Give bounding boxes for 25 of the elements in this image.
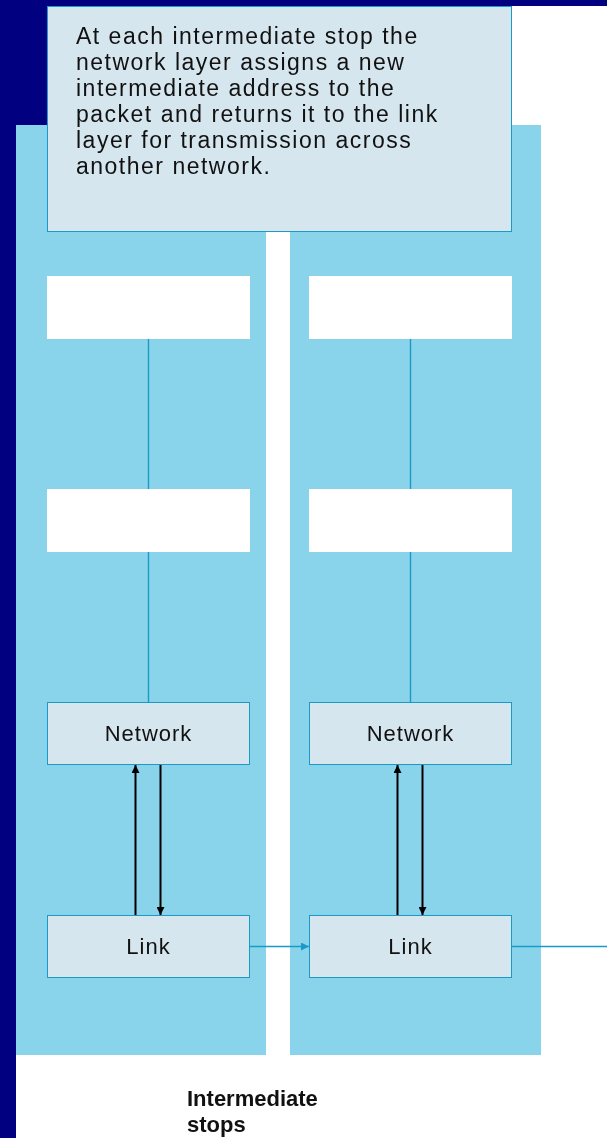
layer-box	[309, 915, 512, 978]
empty-layer-box	[309, 276, 512, 339]
connector-line	[409, 338, 412, 490]
caption-text: Intermediate stops	[187, 1086, 319, 1138]
layer-label: Link	[126, 933, 171, 960]
empty-layer-box	[47, 489, 250, 552]
layer-label: Network	[366, 720, 455, 747]
arrow	[249, 942, 310, 951]
empty-layer-box	[47, 276, 250, 339]
empty-layer-box	[309, 489, 512, 552]
arrow	[418, 764, 427, 916]
arrow	[393, 764, 402, 916]
layer-label: Link	[388, 933, 433, 960]
callout-box	[47, 6, 512, 232]
layer-label: Network	[104, 720, 193, 747]
connector-line	[147, 338, 150, 490]
arrow	[131, 764, 140, 916]
arrow	[156, 764, 165, 916]
layer-box	[47, 702, 250, 765]
layer-box	[309, 702, 512, 765]
connector-line	[409, 551, 412, 703]
layer-box	[47, 915, 250, 978]
callout-text: At each intermediate stop the network layer assigns a new intermediate address to the packet and returns it to the link layer for transmission across another network.	[76, 23, 440, 179]
connector-line	[147, 551, 150, 703]
connector-line	[511, 945, 607, 948]
